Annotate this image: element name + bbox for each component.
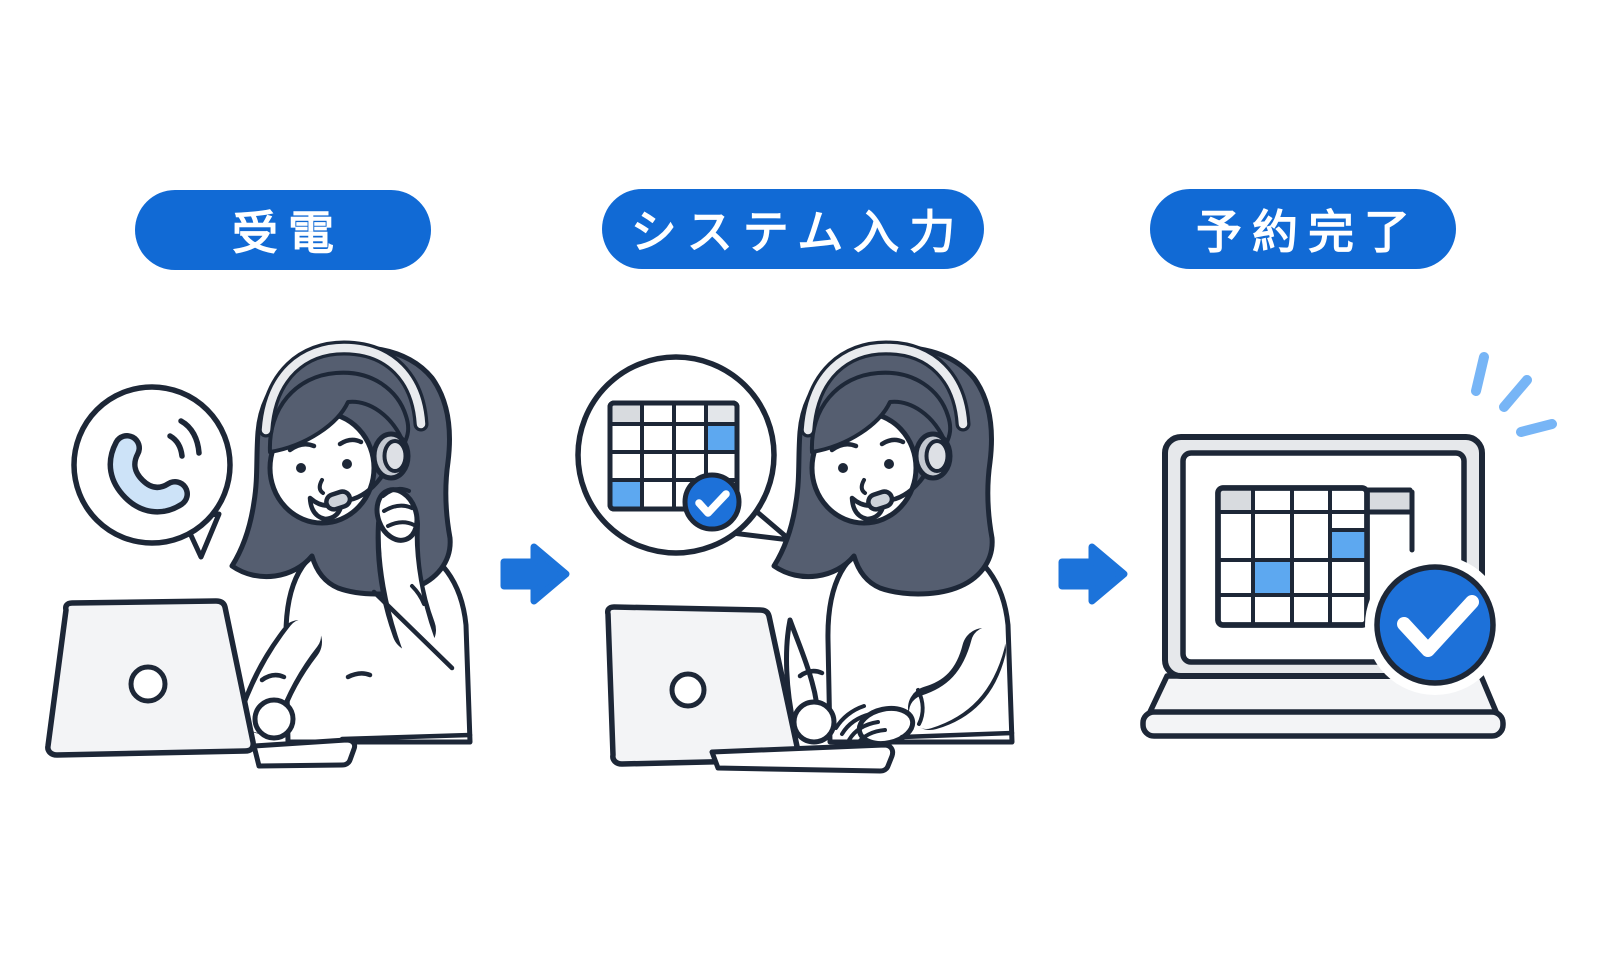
step-badge-1: 受電 [135,190,431,270]
arrow-right-icon [500,543,570,605]
headset-icon [800,340,971,512]
desk-edge [339,732,473,742]
laptop-icon [45,598,358,769]
microphone [324,489,353,512]
check-circle-icon [682,472,742,532]
typing-hand [834,627,1006,747]
calendar-icon [1215,485,1415,628]
operator-1 [229,340,473,745]
scene-reservation-complete [1140,352,1557,739]
sparkle-icon [1471,352,1557,437]
step-badge-2: システム入力 [602,189,984,269]
check-circle-icon [1365,555,1505,695]
arrow-right-icon [1058,543,1128,605]
flow-arrow-1 [500,543,570,605]
calendar-check-speech-bubble-icon [575,354,793,556]
phone-call-speech-bubble-icon [71,384,233,560]
scene-system-input [575,340,1015,774]
desk-edge [899,730,1015,740]
scene-receiving-call [45,340,473,769]
step-badge-3: 予約完了 [1150,189,1456,269]
headset-icon [258,340,429,512]
laptop-icon [605,604,896,774]
microphone [866,489,895,512]
flow-arrow-2 [1058,543,1128,605]
phone-call-icon [107,418,202,515]
